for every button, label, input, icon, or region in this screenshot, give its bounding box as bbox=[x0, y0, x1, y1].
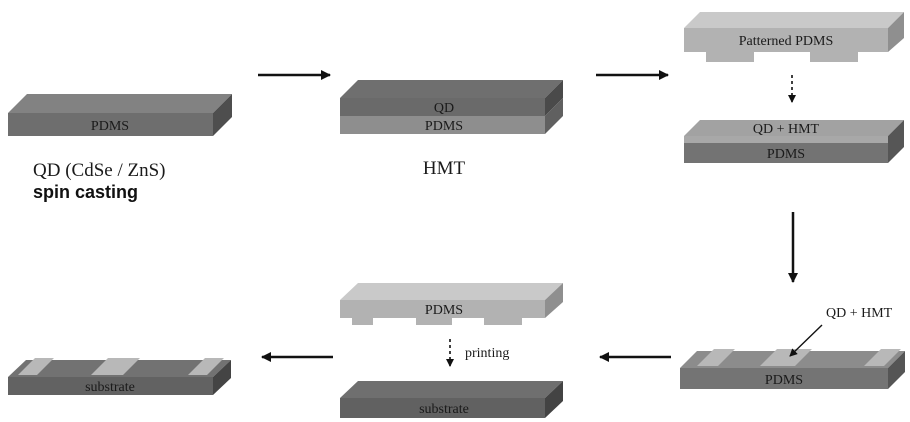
step3-qd-hmt-label: QD + HMT bbox=[753, 122, 820, 137]
step3-qd-hmt-pdms-stack: QD + HMT PDMS bbox=[684, 120, 904, 163]
printed-pattern-right bbox=[188, 358, 224, 375]
step1-caption-line1: QD (CdSe / ZnS) bbox=[33, 160, 165, 181]
step4-callout-label: QD + HMT bbox=[826, 306, 893, 321]
slab-top-face bbox=[8, 94, 232, 113]
pdms-layer-front-face bbox=[340, 116, 545, 134]
step5-printing-label: printing bbox=[465, 346, 509, 361]
step4-patterned-pdms-slab: PDMS bbox=[680, 349, 905, 389]
step2-qd-label: QD bbox=[434, 101, 454, 116]
stamp-side-face bbox=[545, 283, 563, 318]
slab-side-face bbox=[213, 94, 232, 136]
substrate-front-face bbox=[340, 398, 545, 418]
step4-callout-arrow bbox=[789, 324, 823, 357]
pdms-layer-side-face bbox=[545, 98, 563, 134]
step5-substrate: substrate bbox=[340, 381, 563, 418]
step3-patterned-pdms-stamp: Patterned PDMS bbox=[684, 12, 904, 62]
step4-slab-label: PDMS bbox=[765, 373, 803, 388]
substrate-top-face bbox=[340, 381, 563, 398]
stamp-front-face bbox=[684, 28, 888, 62]
substrate-front-face bbox=[8, 377, 213, 395]
stamp-side-face bbox=[888, 12, 904, 52]
pattern-center bbox=[760, 349, 812, 366]
qd-hmt-layer-front-face bbox=[684, 136, 888, 143]
step2-qd-pdms-stack: QD PDMS bbox=[340, 80, 563, 134]
substrate-side-face bbox=[213, 360, 231, 395]
qd-layer-side-face bbox=[545, 80, 563, 116]
pattern-left bbox=[697, 349, 735, 366]
step3-stamp-label: Patterned PDMS bbox=[739, 34, 834, 49]
step1-slab-label: PDMS bbox=[91, 119, 129, 134]
step2-pdms-label: PDMS bbox=[425, 119, 463, 134]
qd-layer-front-face bbox=[340, 98, 545, 116]
substrate-side-face bbox=[545, 381, 563, 418]
printed-pattern-left bbox=[18, 358, 54, 375]
slab-front-face bbox=[680, 368, 888, 389]
step6-printed-substrate: substrate bbox=[8, 358, 231, 395]
qd-layer-top-face bbox=[340, 80, 563, 98]
stamp-top-face bbox=[684, 12, 904, 28]
stamp-top-face bbox=[340, 283, 563, 300]
step6-substrate-label: substrate bbox=[85, 380, 135, 395]
stamp-front-face bbox=[340, 300, 545, 325]
step1-caption-line2: spin casting bbox=[33, 182, 138, 202]
step5-stamp-label: PDMS bbox=[425, 303, 463, 318]
pdms-base-front-face bbox=[684, 143, 888, 163]
step1-pdms-slab: PDMS bbox=[8, 94, 232, 136]
step2-caption: HMT bbox=[423, 158, 466, 179]
qd-hmt-layer-top-face bbox=[684, 120, 904, 136]
printed-pattern-center bbox=[91, 358, 140, 375]
slab-side-face bbox=[888, 351, 905, 389]
step5-substrate-label: substrate bbox=[419, 402, 469, 417]
step3-pdms-label: PDMS bbox=[767, 147, 805, 162]
stack-side-face bbox=[888, 120, 904, 163]
pattern-right bbox=[864, 349, 901, 366]
slab-front-face bbox=[8, 113, 213, 136]
step5-pdms-stamp: PDMS bbox=[340, 283, 563, 325]
